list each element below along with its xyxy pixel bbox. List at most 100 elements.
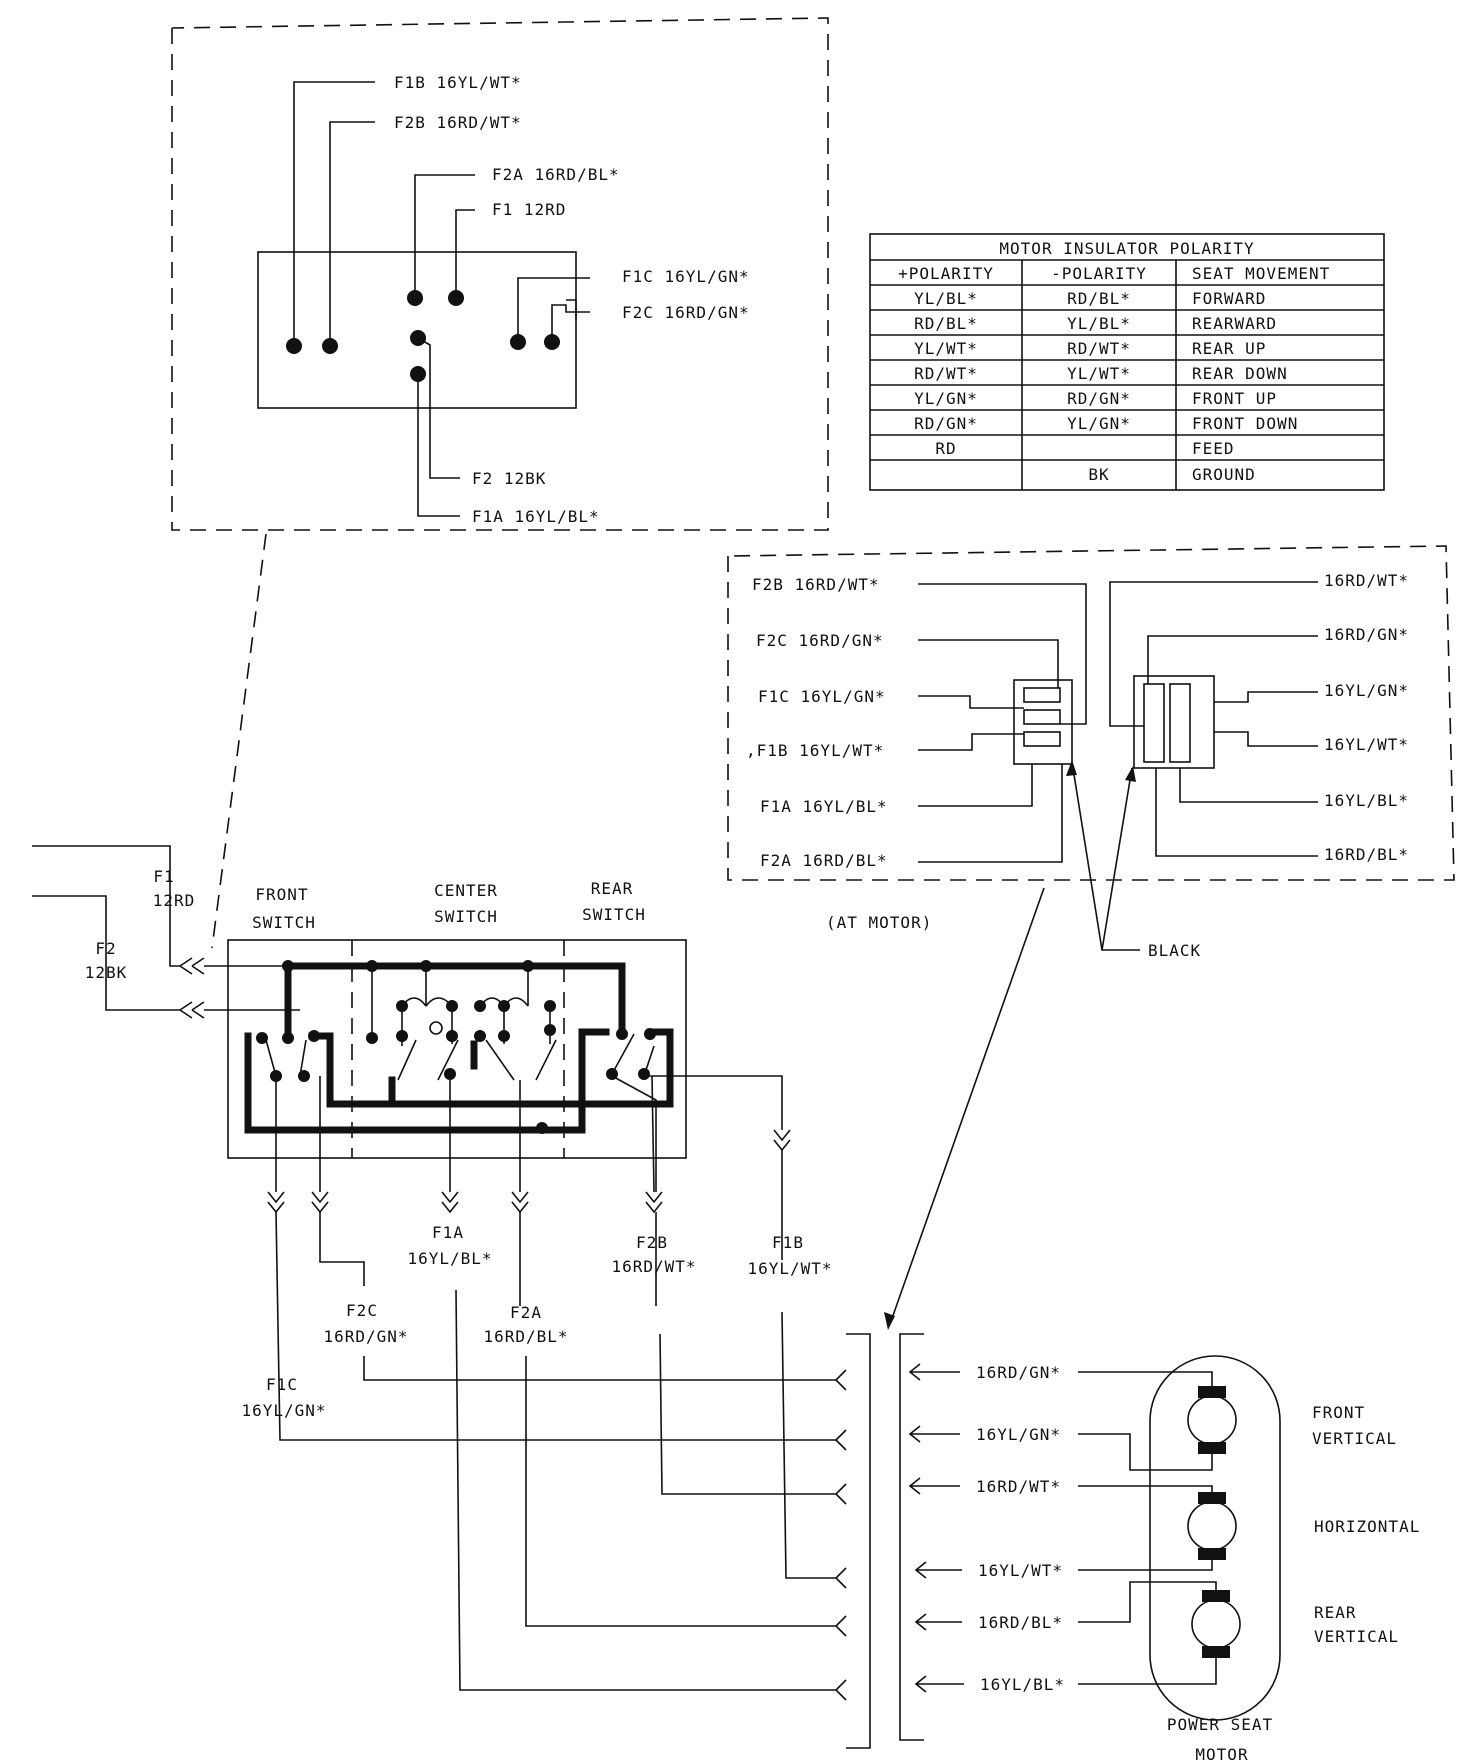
table-cell: RD xyxy=(935,439,956,458)
out-f2a-label: 16RD/BL* xyxy=(483,1327,568,1346)
out-f1b-label: 16YL/WT* xyxy=(747,1259,832,1278)
table-cell: YL/WT* xyxy=(914,339,978,358)
motor-conn-left-label: F1C 16YL/GN* xyxy=(758,687,886,706)
contact-dot xyxy=(544,1000,556,1012)
pin-dot xyxy=(286,338,302,354)
f1-label: 12RD xyxy=(153,891,196,910)
motor-conn-right-label: 16YL/BL* xyxy=(1324,791,1409,810)
contact-dot xyxy=(446,1000,458,1012)
motor-conn-left-label: F2B 16RD/WT* xyxy=(752,575,880,594)
table-cell: RD/WT* xyxy=(914,364,978,383)
label-f2a: F2A 16RD/BL* xyxy=(492,165,620,184)
rear-switch-label: REAR xyxy=(591,879,634,898)
at-motor-caption: (AT MOTOR) xyxy=(826,913,932,932)
f2-label: 12BK xyxy=(85,963,128,982)
table-cell: YL/GN* xyxy=(914,389,978,408)
contact-dot xyxy=(366,1032,378,1044)
out-f2a-label: F2A xyxy=(510,1303,542,1322)
contact-dot xyxy=(606,1068,618,1080)
motor-conn-left-label: ,F1B 16YL/WT* xyxy=(746,741,884,760)
connector-leader xyxy=(211,533,267,949)
center-switch-label: SWITCH xyxy=(434,907,498,926)
contact-dot xyxy=(444,1068,456,1080)
table-cell: YL/BL* xyxy=(1067,314,1131,333)
contact-dot xyxy=(498,1030,510,1042)
motor-conn-right-label: 16RD/GN* xyxy=(1324,625,1409,644)
connector-right xyxy=(1133,675,1215,769)
contact-dot xyxy=(544,1024,556,1036)
contact-dot xyxy=(396,1030,408,1042)
front-vertical-label: FRONT xyxy=(1312,1403,1365,1422)
power-seat-motor-title: MOTOR xyxy=(1195,1745,1248,1762)
pin-dot xyxy=(510,334,526,350)
pin-dot xyxy=(544,334,560,350)
switch-connector-view: F1B 16YL/WT* F2B 16RD/WT* F2A 16RD/BL* F… xyxy=(171,17,829,531)
rear-vertical-label: REAR xyxy=(1314,1603,1357,1622)
table-cell: RD/GN* xyxy=(1067,389,1131,408)
contact-dot xyxy=(270,1070,282,1082)
contact-dot xyxy=(638,1068,650,1080)
out-f1a-label: F1A xyxy=(432,1223,464,1242)
motor-wire-label: 16YL/GN* xyxy=(976,1425,1061,1444)
motor-leader xyxy=(889,887,1045,1325)
table-cell: REAR UP xyxy=(1192,339,1266,358)
motor-conn-right-label: 16YL/GN* xyxy=(1324,681,1409,700)
table-cell: RD/WT* xyxy=(1067,339,1131,358)
table-cell: YL/WT* xyxy=(1067,364,1131,383)
label-f2b: F2B 16RD/WT* xyxy=(394,113,522,132)
polarity-table: MOTOR INSULATOR POLARITY +POLARITY -POLA… xyxy=(869,233,1385,491)
pin-dot xyxy=(448,290,464,306)
black-label: BLACK xyxy=(1148,941,1201,960)
pin-dot xyxy=(410,366,426,382)
label-f1b: F1B 16YL/WT* xyxy=(394,73,522,92)
motor-connector-view: F2B 16RD/WT* F2C 16RD/GN* F1C 16YL/GN* ,… xyxy=(727,545,1455,960)
motor-conn-left-label: F2C 16RD/GN* xyxy=(756,631,884,650)
motor-conn-right-label: 16RD/BL* xyxy=(1324,845,1409,864)
motor-icon xyxy=(1191,1599,1241,1649)
motor-icon xyxy=(1187,1501,1237,1551)
table-cell: REAR DOWN xyxy=(1192,364,1288,383)
table-cell: YL/BL* xyxy=(914,289,978,308)
horizontal-label: HORIZONTAL xyxy=(1314,1517,1420,1536)
contact-dot xyxy=(498,1000,510,1012)
rear-vertical-label: VERTICAL xyxy=(1314,1627,1399,1646)
table-cell: RD/BL* xyxy=(914,314,978,333)
out-f1b-label: F1B xyxy=(772,1233,804,1252)
table-cell: FRONT DOWN xyxy=(1192,414,1298,433)
table-cell: GROUND xyxy=(1192,465,1256,484)
front-switch-label: FRONT xyxy=(255,885,308,904)
table-cell: FEED xyxy=(1192,439,1235,458)
contact-dot xyxy=(282,1032,294,1044)
contact-dot xyxy=(366,960,378,972)
motor-wire-label: 16YL/BL* xyxy=(980,1675,1065,1694)
label-f1a: F1A 16YL/BL* xyxy=(472,507,600,526)
motor-wire-label: 16YL/WT* xyxy=(978,1561,1063,1580)
contact-dot xyxy=(298,1070,310,1082)
connector-left xyxy=(1013,679,1073,765)
motor-conn-right-label: 16YL/WT* xyxy=(1324,735,1409,754)
out-f1a-label: 16YL/BL* xyxy=(407,1249,492,1268)
contact-dot xyxy=(446,1030,458,1042)
pin-dot xyxy=(407,290,423,306)
contact-dot xyxy=(282,960,294,972)
label-f1c: F1C 16YL/GN* xyxy=(622,267,750,286)
out-f1c-label: 16YL/GN* xyxy=(241,1401,326,1420)
table-cell: BK xyxy=(1088,465,1109,484)
table-header: +POLARITY xyxy=(898,264,994,283)
power-seat-motor: 16RD/GN* 16YL/GN* 16RD/WT* 16YL/WT* 16RD… xyxy=(908,1355,1420,1762)
rear-switch-label: SWITCH xyxy=(582,905,646,924)
contact-dot xyxy=(536,1122,548,1134)
table-cell: RD/BL* xyxy=(1067,289,1131,308)
table-title: MOTOR INSULATOR POLARITY xyxy=(999,239,1254,258)
contact-dot xyxy=(522,960,534,972)
out-f2c-label: F2C xyxy=(346,1301,378,1320)
motor-conn-left-label: F1A 16YL/BL* xyxy=(760,797,888,816)
table-cell: FRONT UP xyxy=(1192,389,1277,408)
contact-dot xyxy=(474,1000,486,1012)
out-f2b-label: F2B xyxy=(636,1233,668,1252)
contact-dot xyxy=(308,1030,320,1042)
pin-dot xyxy=(410,330,426,346)
contact-dot xyxy=(644,1028,656,1040)
motor-conn-right-label: 16RD/WT* xyxy=(1324,571,1409,590)
contact-dot xyxy=(474,1030,486,1042)
